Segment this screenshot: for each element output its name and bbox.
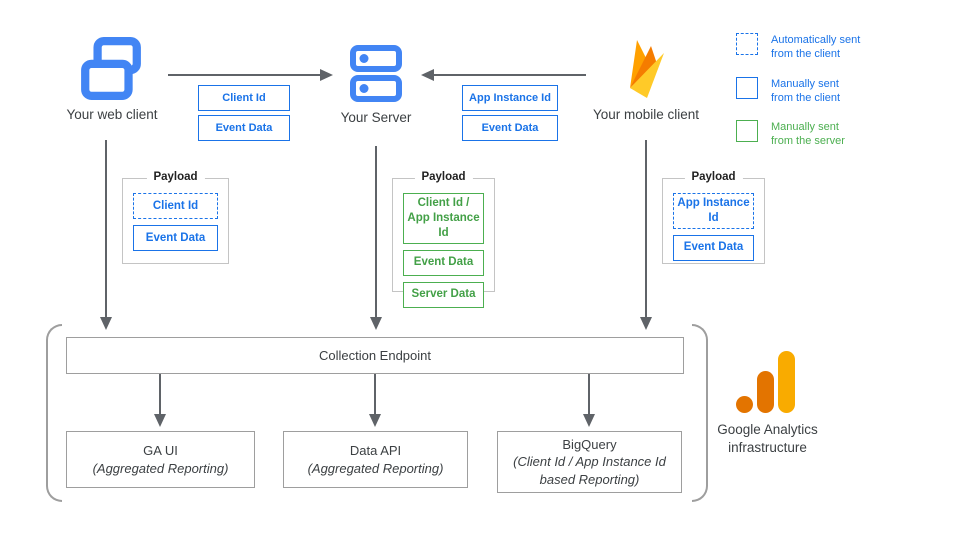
bigquery-box: BigQuery (Client Id / App Instance Id ba…	[497, 431, 682, 493]
arrow-web-down	[100, 140, 112, 330]
payload-item-app-instance-id: App Instance Id	[673, 193, 754, 229]
payload-item-client-or-app-instance-id: Client Id / App Instance Id	[403, 193, 484, 244]
edge-label-client-id: Client Id	[198, 85, 290, 111]
ga-ui-box: GA UI (Aggregated Reporting)	[66, 431, 255, 488]
legend-swatch-solid-green	[736, 120, 758, 143]
google-analytics-icon	[736, 351, 795, 413]
payload-item-event-data: Event Data	[133, 225, 218, 251]
collection-endpoint-box: Collection Endpoint	[66, 337, 684, 374]
legend: Automatically sent from the client Manua…	[736, 33, 946, 164]
edge-label-event-data: Event Data	[462, 115, 558, 141]
arrow-endpoint-to-dataapi	[369, 374, 381, 427]
legend-label: Manually sent from the server	[771, 121, 845, 148]
bracket-left	[46, 324, 62, 502]
edge-label-app-instance-id: App Instance Id	[462, 85, 558, 111]
arrow-web-to-server	[168, 69, 333, 81]
payload-item-client-id: Client Id	[133, 193, 218, 219]
arrow-endpoint-to-bigquery	[583, 374, 595, 427]
payload-server: Payload Client Id / App Instance Id Even…	[392, 171, 495, 308]
mobile-client-label: Your mobile client	[592, 107, 700, 122]
collection-endpoint-label: Collection Endpoint	[318, 347, 432, 363]
arrow-mobile-to-server	[421, 69, 586, 81]
bigquery-name: BigQuery	[562, 437, 617, 453]
bracket-right	[692, 324, 708, 502]
edge-labels-web-to-server: Client Id Event Data	[198, 85, 290, 141]
arrow-server-down	[370, 146, 382, 330]
server-label: Your Server	[340, 110, 412, 125]
legend-item-manual-client: Manually sent from the client	[736, 76, 946, 106]
legend-label: Automatically sent from the client	[771, 34, 861, 61]
payload-title: Payload	[414, 171, 473, 183]
legend-item-auto-client: Automatically sent from the client	[736, 33, 946, 62]
web-client-icon	[81, 37, 141, 100]
arrow-mobile-down	[640, 140, 652, 330]
payload-item-event-data: Event Data	[673, 234, 754, 261]
web-client-label: Your web client	[66, 107, 158, 122]
bigquery-sub: (Client Id / App Instance Id based Repor…	[513, 454, 666, 487]
arrow-endpoint-to-gaui	[154, 374, 166, 427]
data-api-sub: (Aggregated Reporting)	[307, 460, 444, 476]
ga-ui-name: GA UI	[143, 443, 178, 459]
legend-swatch-solid-blue	[736, 76, 758, 99]
ga-infrastructure-label: Google Analytics infrastructure	[717, 422, 818, 456]
legend-swatch-dashed-blue	[736, 33, 758, 55]
data-api-name: Data API	[349, 443, 402, 459]
payload-title: Payload	[146, 171, 205, 183]
payload-title: Payload	[684, 171, 743, 183]
ga-ui-sub: (Aggregated Reporting)	[92, 460, 229, 476]
payload-web-client: Payload Client Id Event Data	[122, 171, 229, 264]
payload-item-server-data: Server Data	[403, 281, 484, 308]
legend-item-manual-server: Manually sent from the server	[736, 120, 946, 149]
edge-label-event-data: Event Data	[198, 115, 290, 141]
data-api-box: Data API (Aggregated Reporting)	[283, 431, 468, 488]
server-icon	[350, 45, 402, 102]
payload-item-event-data: Event Data	[403, 249, 484, 276]
payload-mobile-client: Payload App Instance Id Event Data	[662, 171, 765, 264]
legend-label: Manually sent from the client	[771, 77, 841, 104]
edge-labels-mobile-to-server: App Instance Id Event Data	[462, 85, 558, 141]
firebase-icon	[630, 40, 664, 98]
